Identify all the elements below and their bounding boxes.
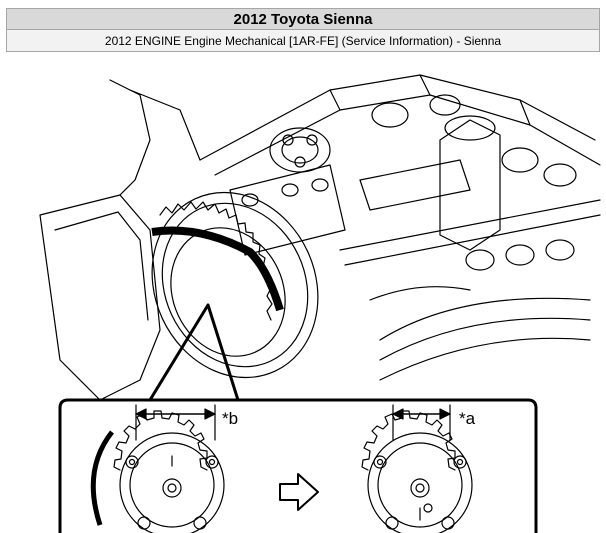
bracket-outline xyxy=(39,79,201,401)
document-title: 2012 Toyota Sienna xyxy=(6,8,600,30)
sprocket-left xyxy=(113,410,225,533)
inset-frame xyxy=(58,398,538,533)
document-title-text: 2012 Toyota Sienna xyxy=(233,10,373,28)
camshaft-sprocket-upper xyxy=(151,191,319,379)
document-subtitle-text: 2012 ENGINE Engine Mechanical [1AR-FE] (… xyxy=(104,33,502,48)
sprocket-right xyxy=(361,410,473,533)
pointer-lines xyxy=(148,303,240,402)
callout-a: *a xyxy=(459,409,476,428)
right-arrow-icon xyxy=(279,473,319,511)
dimension-a xyxy=(392,404,451,441)
rotation-arc-upper xyxy=(151,226,284,312)
document-subtitle: 2012 ENGINE Engine Mechanical [1AR-FE] (… xyxy=(6,30,600,52)
callout-b: *b xyxy=(222,409,238,428)
rotation-arc-left xyxy=(90,430,114,526)
engine-illustration: *b *a xyxy=(39,74,601,533)
dimension-b xyxy=(135,404,216,441)
engine-block-lines xyxy=(199,74,601,381)
